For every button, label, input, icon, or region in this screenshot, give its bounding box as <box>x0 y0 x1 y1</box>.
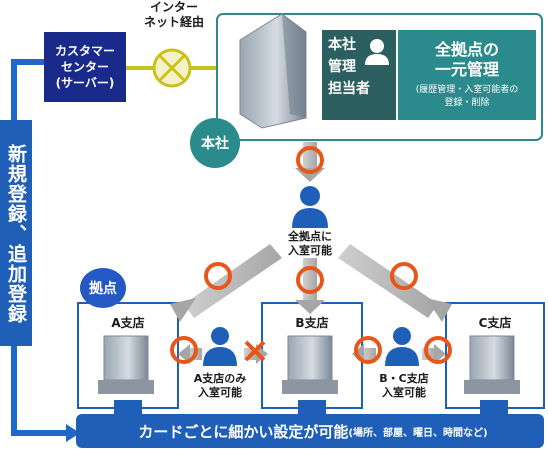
allow-circle-icon <box>296 266 324 294</box>
bottom-bar-main: カードごとに細かい設定が可能 <box>138 422 349 441</box>
person-a-line1: A支店のみ <box>193 372 247 385</box>
person-all-icon <box>292 186 328 228</box>
registration-bar <box>0 120 32 346</box>
arrow-to-c <box>338 244 452 322</box>
customer-center-line3: (サーバー) <box>55 76 115 90</box>
central-management-box: 全拠点の 一元管理 (履歴管理・入室可能者の 登録・削除 <box>398 30 536 120</box>
hq-badge: 本社 <box>190 118 240 168</box>
branch-a-label: A支店 <box>111 316 145 330</box>
customer-center-box: カスタマー センター (サーバー) <box>44 32 126 102</box>
central-sub-line2: 登録・削除 <box>444 98 490 108</box>
central-title-line1: 全拠点の <box>434 40 499 59</box>
internet-label: インター ネット経由 <box>128 0 220 30</box>
branch-a-reader <box>114 400 142 416</box>
hq-admin-box: 本社 管理 担当者 <box>322 30 396 120</box>
person-a-line2: 入室可能 <box>198 386 242 399</box>
registration-bar-label: 新規登録、追加登録 <box>5 144 27 324</box>
person-all-line1: 全拠点に <box>288 230 332 243</box>
hq-admin-line3: 担当者 <box>328 81 370 97</box>
customer-center-line2: センター <box>60 60 109 74</box>
allow-circle-icon <box>390 262 418 290</box>
allow-circle-icon <box>204 262 232 290</box>
bottom-bar <box>76 414 544 448</box>
hq-admin-line2: 管理 <box>328 59 356 75</box>
person-bc-label: B・C支店 入室可能 <box>366 372 442 400</box>
central-title-line2: 一元管理 <box>434 60 499 79</box>
person-a-label: A支店のみ 入室可能 <box>182 372 258 400</box>
registration-flow-arrowhead <box>66 424 80 442</box>
branch-c-reader <box>480 400 508 416</box>
person-bc-line1: B・C支店 <box>379 372 429 385</box>
hq-building-side <box>282 14 306 118</box>
allow-circle-icon <box>296 146 324 174</box>
bottom-bar-label: カードごとに細かい設定が可能 (場所、部屋、曜日、時間など) <box>82 417 544 445</box>
person-bc-icon <box>385 327 419 366</box>
person-all-line2: 入室可能 <box>288 244 332 257</box>
branch-c-label: C支店 <box>478 316 512 330</box>
arrow-to-a <box>170 244 282 322</box>
branch-c-building-icon <box>464 335 520 394</box>
admin-person-icon <box>365 39 389 65</box>
person-a-icon <box>203 327 237 366</box>
customer-center-line1: カスタマー <box>54 44 115 58</box>
central-sub-line1: (履歴管理・入室可能者の <box>415 85 519 95</box>
deny-cross-icon-2 <box>244 340 266 362</box>
branch-b-building-icon <box>282 335 338 394</box>
person-all-label: 全拠点に 入室可能 <box>276 230 344 258</box>
branch-a-building-icon <box>98 335 154 394</box>
bottom-bar-sub: (場所、部屋、曜日、時間など) <box>348 427 488 439</box>
allow-circle-icon <box>424 336 452 364</box>
branch-b-reader <box>298 400 326 416</box>
allow-circle-icon <box>354 336 382 364</box>
allow-circle-icon <box>170 336 198 364</box>
internet-label-line1: インター <box>149 0 198 14</box>
person-bc-line2: 入室可能 <box>382 386 426 399</box>
branch-b-label: B支店 <box>295 316 329 330</box>
hq-admin-line1: 本社 <box>328 37 356 53</box>
sites-badge: 拠点 <box>80 268 126 308</box>
internet-cross-icon-2 <box>158 54 186 82</box>
internet-label-line2: ネット経由 <box>143 15 204 29</box>
